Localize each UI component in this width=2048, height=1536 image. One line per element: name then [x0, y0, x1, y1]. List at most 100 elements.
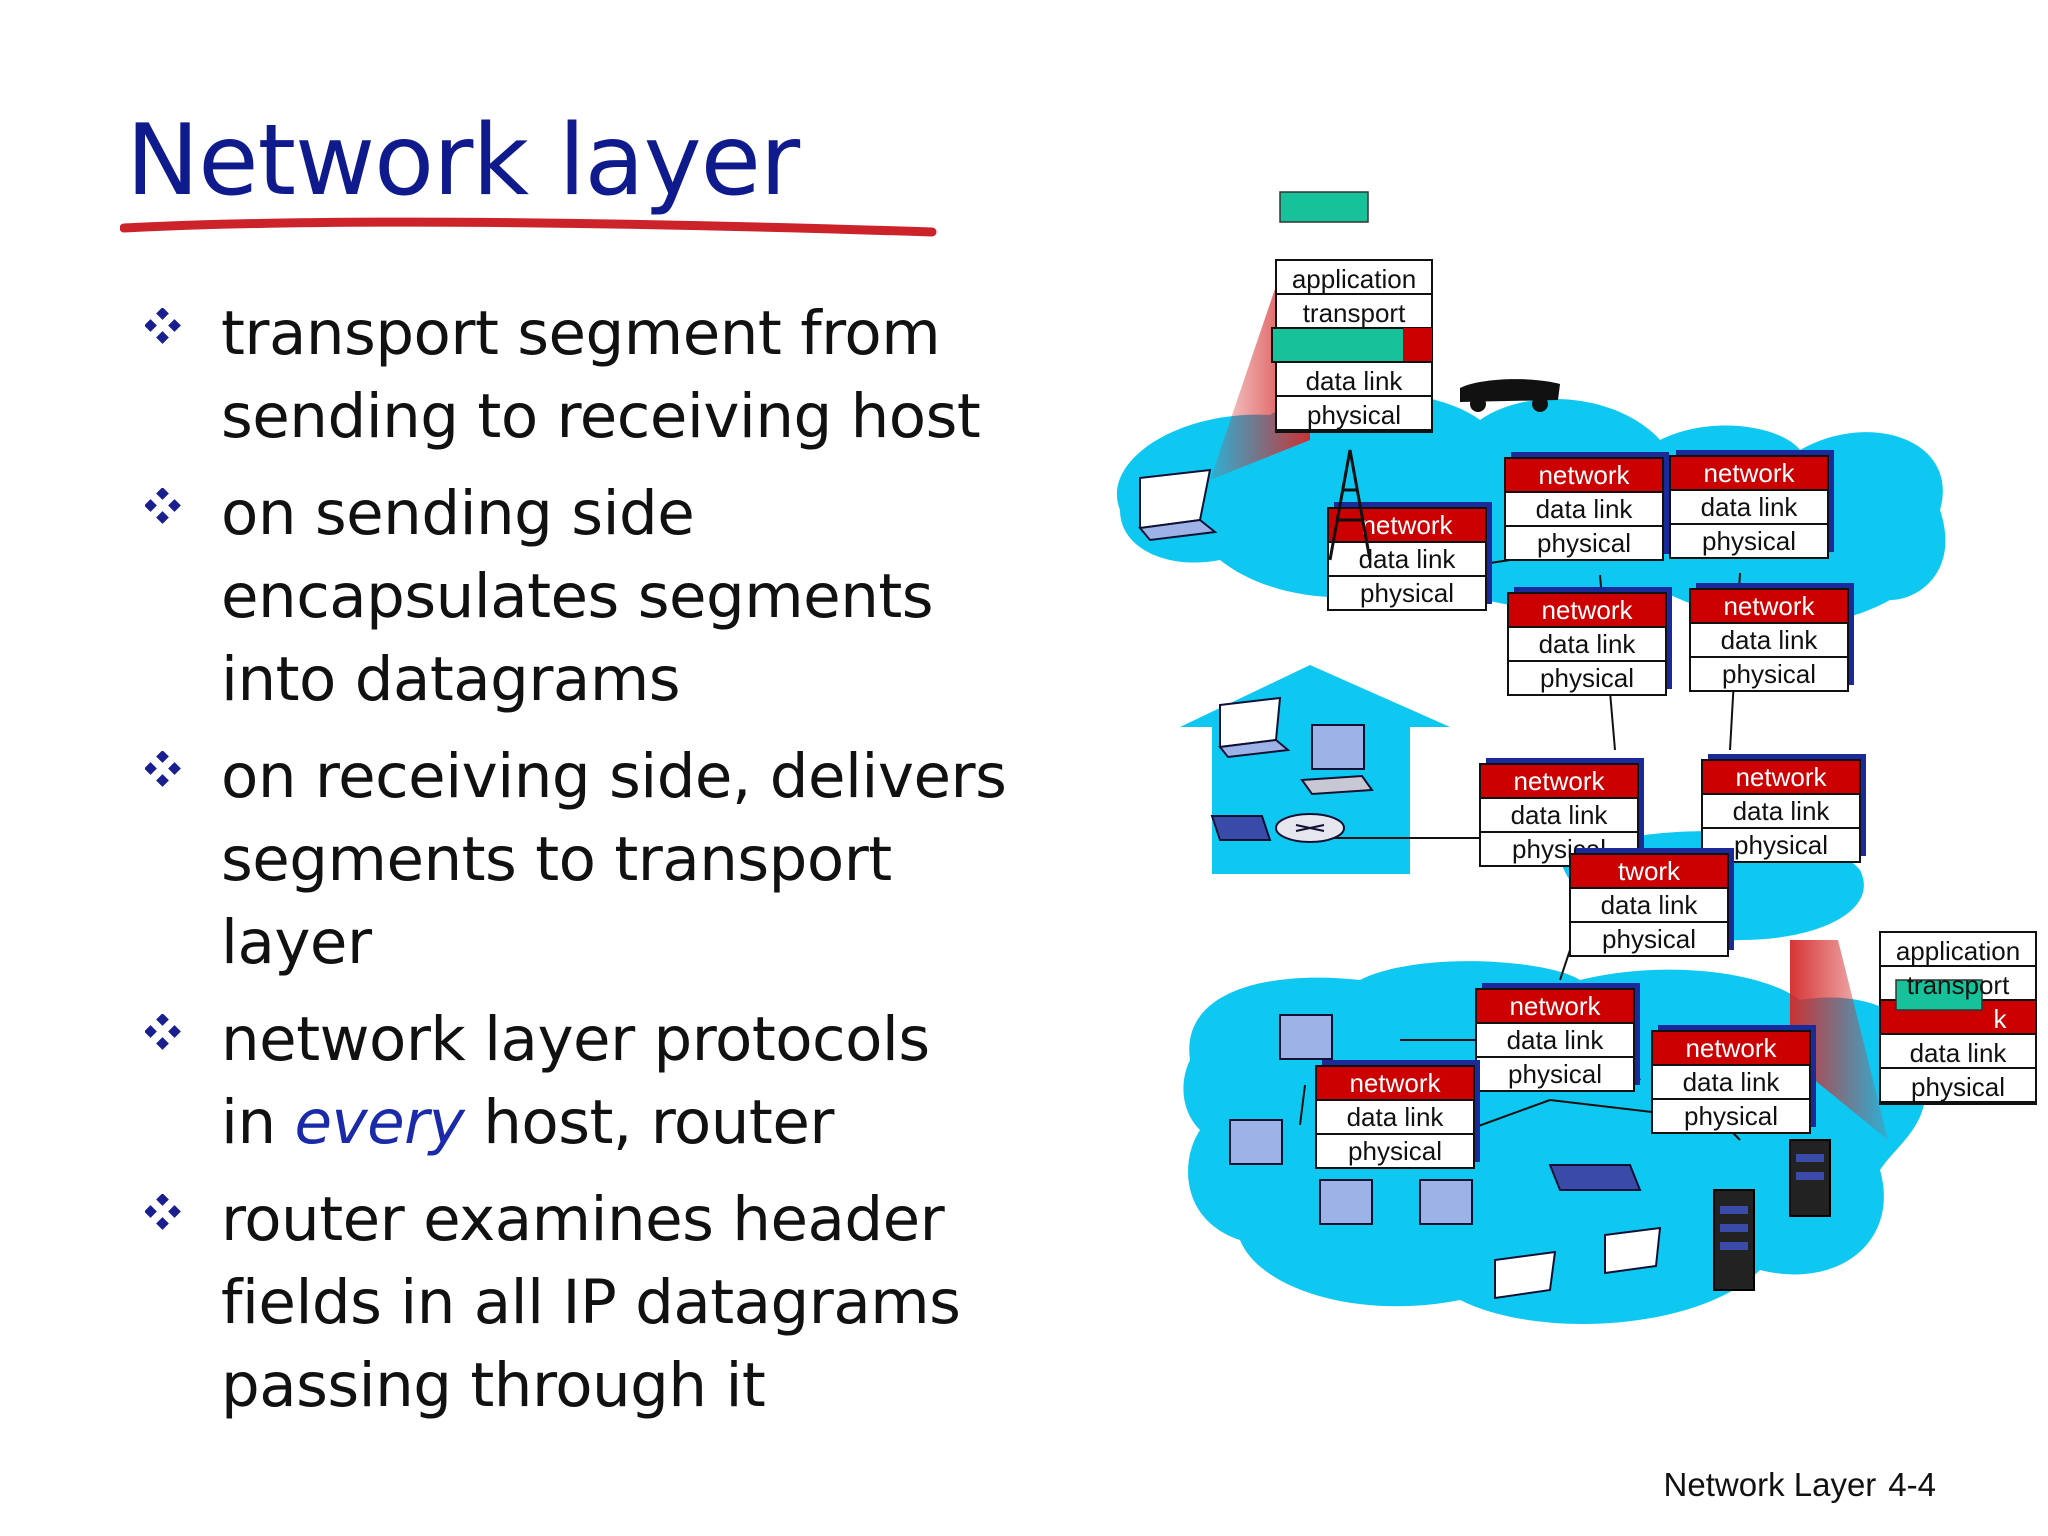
bullet-line: sending to receiving host: [221, 381, 981, 452]
stack-layer: [1475, 1056, 1635, 1092]
stack-layer: [1569, 921, 1729, 957]
bullet-line: transport segment from: [221, 298, 941, 369]
encapsulation-fan-bottom: [1790, 940, 1888, 1140]
stack-label: data link: [1721, 625, 1819, 655]
stack-layer: [1315, 1065, 1475, 1101]
bullet-line: on receiving side, delivers: [221, 741, 1007, 812]
emphasis-every: every: [294, 1087, 465, 1158]
stack-label: physical: [1684, 1101, 1778, 1131]
bullet-diamond-icon: [145, 308, 181, 344]
stack-layer: [1569, 887, 1729, 923]
stack-layer: [1689, 622, 1849, 658]
stack-label: network: [1509, 991, 1601, 1021]
stack-layer: [1669, 523, 1829, 559]
router-protocol-stack: network data link physical: [1507, 587, 1672, 696]
stack-layer: [1507, 660, 1667, 696]
stack-layer: [1701, 759, 1861, 795]
stack-label: application: [1292, 264, 1416, 294]
server-icon: [1713, 1189, 1755, 1291]
stack-label: physical: [1734, 830, 1828, 860]
stack-label: network: [1538, 460, 1630, 490]
stack-label: data link: [1601, 890, 1699, 920]
stack-layer: [1669, 455, 1829, 491]
stack-layer: [1507, 626, 1667, 662]
footer-page: 4-4: [1888, 1466, 1936, 1503]
router-protocol-stack: twork data link physical: [1569, 848, 1734, 957]
stack-label: data link: [1306, 366, 1404, 396]
stack-label: data link: [1733, 796, 1831, 826]
title-underline: [120, 217, 937, 237]
stack-label: physical: [1702, 526, 1796, 556]
stack-label: data link: [1910, 1038, 2008, 1068]
stack-layer: [1475, 988, 1635, 1024]
stack-label: data link: [1536, 494, 1634, 524]
desktop-icon: [1279, 1014, 1333, 1060]
bullet-diamond-icon: [145, 1194, 181, 1230]
desktop-icon: [1319, 1179, 1373, 1225]
stack-layer: [1504, 525, 1664, 561]
antenna-icon: [1328, 449, 1372, 561]
stack-label: network: [1349, 1068, 1441, 1098]
stack-label: network: [1685, 1033, 1777, 1063]
stack-label: physical: [1348, 1136, 1442, 1166]
slide-title: Network layer: [126, 104, 800, 218]
stack-layer: [1651, 1030, 1811, 1066]
router-protocol-stack: network data link physical: [1504, 452, 1669, 561]
stack-layer: [1651, 1064, 1811, 1100]
footer-label: Network Layer: [1663, 1466, 1877, 1503]
bullet-item: on sending side encapsulates segments in…: [145, 472, 1075, 721]
stack-label: physical: [1508, 1059, 1602, 1089]
stack-label: physical: [1307, 400, 1401, 430]
stack-label: network: [1735, 762, 1827, 792]
bullet-line: segments to transport: [221, 824, 892, 895]
stack-label: data link: [1507, 1025, 1605, 1055]
bullet-line: on sending side: [221, 478, 695, 549]
bullet-line: in every host, router: [221, 1081, 1075, 1164]
bullet-diamond-icon: [145, 488, 181, 524]
desktop-icon: [1300, 724, 1374, 796]
laptop-icon: [1138, 468, 1218, 542]
stack-label: physical: [1911, 1072, 2005, 1102]
stack-label: data link: [1539, 629, 1637, 659]
stack-label: physical: [1540, 663, 1634, 693]
stack-label: physical: [1537, 528, 1631, 558]
stack-label: network: [1703, 458, 1795, 488]
laptop-icon: [1494, 1250, 1557, 1300]
network-diagram: application transport data link physical…: [1116, 191, 2037, 1324]
stack-label: data link: [1359, 544, 1457, 574]
wireless-router-icon: [1210, 815, 1272, 841]
stack-label: application: [1896, 936, 2020, 966]
desktop-icon: [1419, 1179, 1473, 1225]
stack-label: transport: [1303, 298, 1406, 328]
stack-label: twork: [1618, 856, 1681, 886]
stack-label: k: [1994, 1004, 2008, 1034]
host-stack-receiver: application transport k data link physic…: [1879, 931, 2037, 1105]
host-stack-sender: application transport data link physical: [1271, 259, 1433, 433]
stack-label: network: [1361, 510, 1453, 540]
bullet-line: layer: [221, 907, 372, 978]
stack-layer: [1569, 853, 1729, 889]
laptop-icon: [1218, 696, 1291, 759]
text-run: in: [221, 1087, 295, 1158]
stack-label: data link: [1347, 1102, 1445, 1132]
text-run: host, router: [464, 1087, 834, 1158]
router-protocol-stack: network data link physical: [1475, 983, 1640, 1092]
stack-layer: [1701, 793, 1861, 829]
bullet-item: router examines header fields in all IP …: [145, 1178, 1075, 1427]
bullet-line: fields in all IP datagrams: [221, 1267, 961, 1338]
stack-layer: [1651, 1098, 1811, 1134]
stack-label: network: [1541, 595, 1633, 625]
slide-footer: Network Layer 4-4: [1652, 1466, 1936, 1504]
stack-label: network: [1513, 766, 1605, 796]
segment-block: [1279, 191, 1369, 223]
stack-label: physical: [1602, 924, 1696, 954]
car-icon: [1460, 379, 1560, 412]
bullet-line: into datagrams: [221, 644, 681, 715]
stack-layer: [1507, 592, 1667, 628]
stack-layer: [1327, 507, 1487, 543]
stack-label: network: [1723, 591, 1815, 621]
